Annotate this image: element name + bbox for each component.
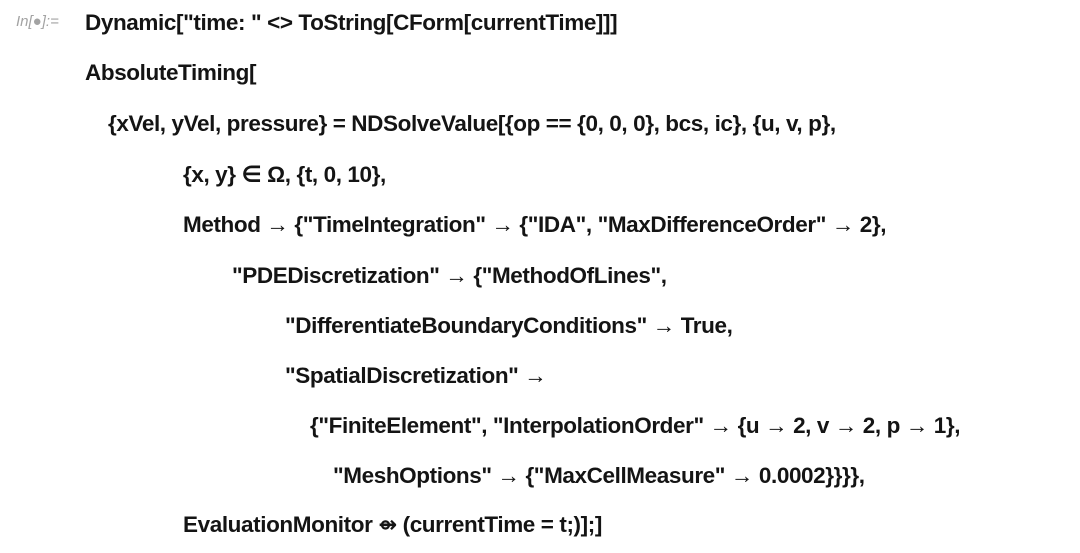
code-line[interactable]: EvaluationMonitor ⇴ (currentTime = t;)];… [183, 512, 602, 537]
code-line[interactable]: "MeshOptions" → {"MaxCellMeasure" → 0.00… [333, 463, 865, 488]
code-line[interactable]: {"FiniteElement", "InterpolationOrder" →… [310, 413, 961, 438]
code-line[interactable]: "PDEDiscretization" → {"MethodOfLines", [232, 263, 667, 288]
code-line[interactable]: Dynamic["time: " <> ToString[CForm[curre… [85, 10, 618, 35]
code-line[interactable]: "SpatialDiscretization" → [285, 363, 547, 388]
input-cell-label: In[●]:= [16, 13, 59, 30]
code-line[interactable]: "DifferentiateBoundaryConditions" → True… [285, 313, 733, 338]
code-line[interactable]: AbsoluteTiming[ [85, 60, 257, 85]
code-line[interactable]: Method → {"TimeIntegration" → {"IDA", "M… [183, 212, 887, 237]
code-line[interactable]: {xVel, yVel, pressure} = NDSolveValue[{o… [108, 111, 836, 136]
code-line[interactable]: {x, y} ∈ Ω, {t, 0, 10}, [183, 162, 386, 187]
